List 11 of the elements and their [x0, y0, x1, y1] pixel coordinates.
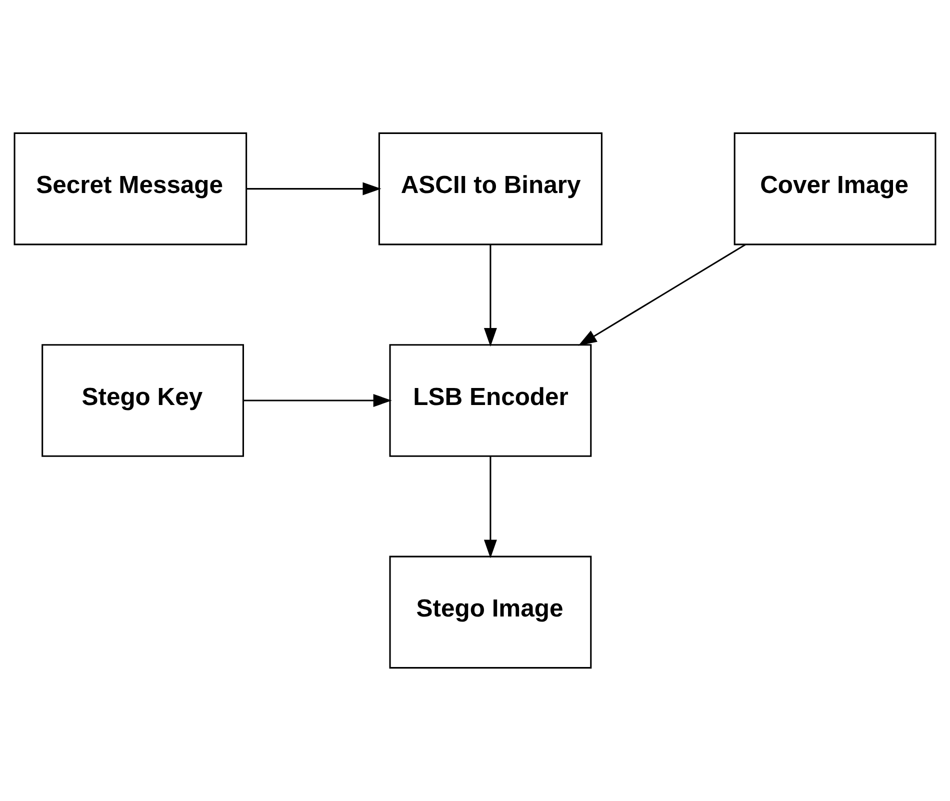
- arrow: [243, 394, 392, 407]
- arrow: [246, 182, 382, 196]
- arrow: [484, 244, 497, 347]
- node-box: Cover Image: [734, 132, 936, 246]
- node-box: ASCII to Binary: [378, 132, 602, 246]
- arrow: [578, 244, 746, 346]
- node-box: Secret Message: [14, 132, 248, 246]
- node-box: Stego Key: [42, 344, 244, 457]
- arrow: [484, 456, 497, 558]
- node-box: LSB Encoder: [389, 344, 592, 457]
- node-box: Stego Image: [389, 556, 592, 669]
